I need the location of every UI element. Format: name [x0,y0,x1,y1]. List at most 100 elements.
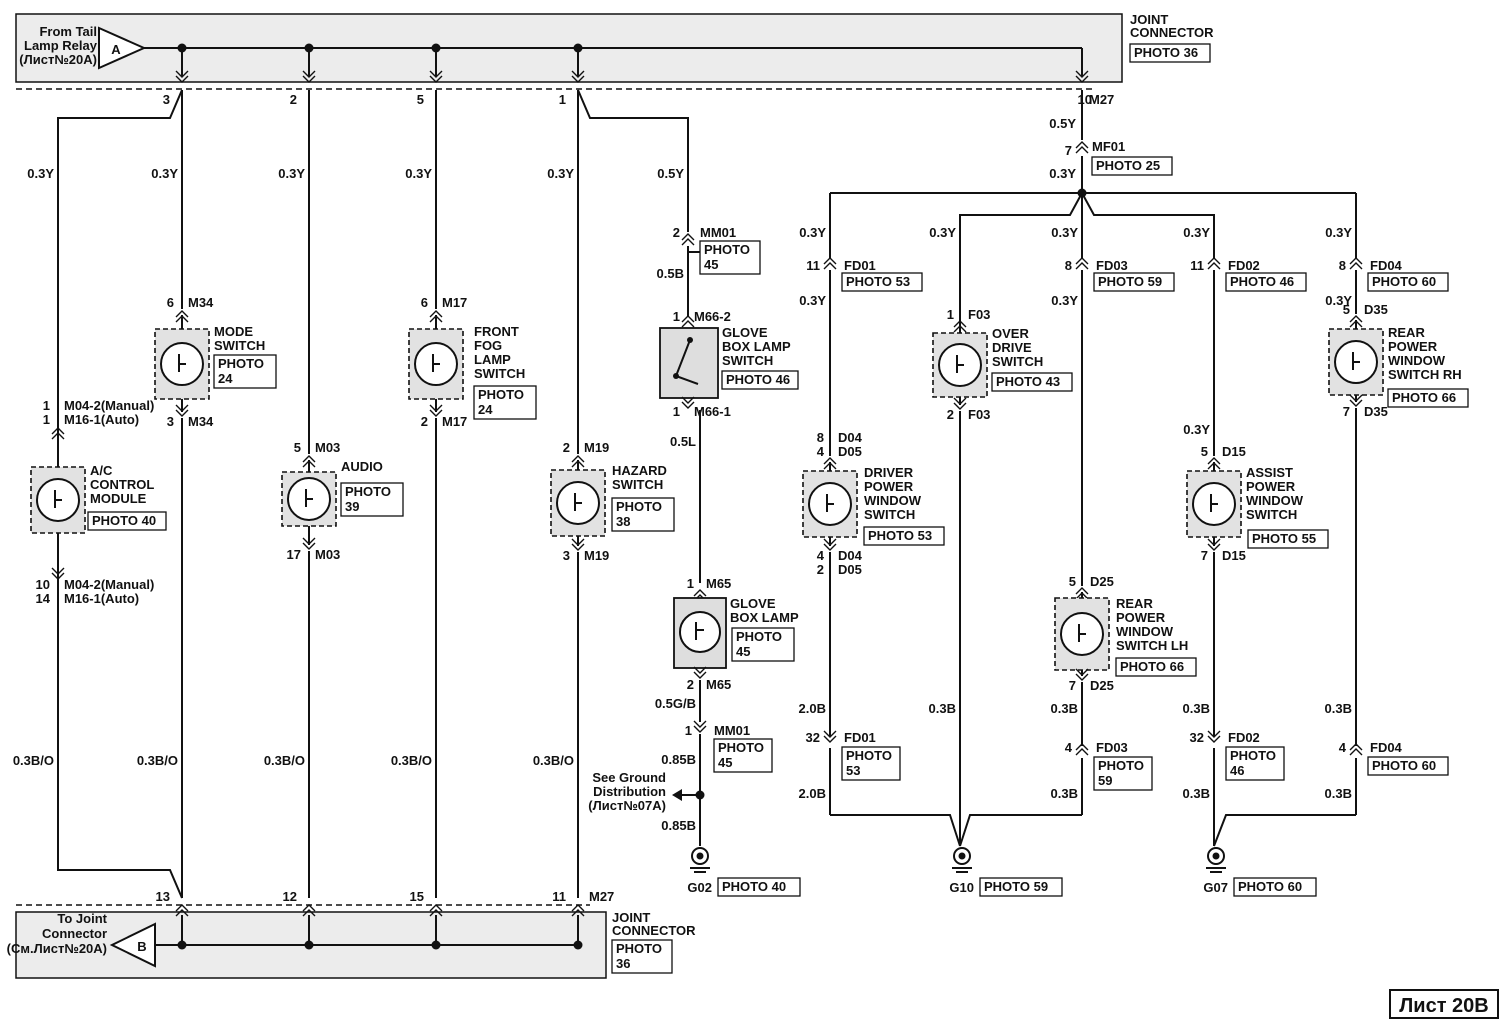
connector-id: M66-1 [694,404,731,419]
connector-chevron [1075,257,1089,265]
connector-id: M03 [315,440,340,455]
connector-chevron [823,730,837,738]
device-photo-ref [1247,529,1329,549]
mm01b-photo-ref [713,738,773,773]
switch-contact-icon [1352,352,1360,370]
wire-spec: 0.5G/B [655,696,696,711]
pin-number: 4 [817,444,825,459]
pin-number: 4 [1065,740,1073,755]
connector-id: M27 [589,889,614,904]
device-name: SWITCH [612,477,663,492]
connector-chevron [571,455,585,463]
connector-chevron [429,409,443,417]
pin-number: 1 [685,723,692,738]
switch-contact-icon [178,354,186,372]
bottom-bus-splice [431,940,441,950]
connector-id: FD04 [1370,740,1403,755]
connector-id: MF01 [1092,139,1125,154]
device-photo-ref [87,511,167,531]
connector-chevron [823,462,837,470]
connector-chevron [571,538,585,546]
wire-spec: 0.3B [1325,786,1352,801]
fd-low-photo-ref [1367,756,1449,776]
g10-merge-wire [959,814,1082,847]
assist-feed-wire [1081,192,1215,258]
wire-spec: 2.0B [799,701,826,716]
device-name: SWITCH [722,353,773,368]
connector-chevron [571,460,585,468]
connector-id: D04 [838,548,863,563]
ground-g02-icon [696,852,704,860]
connector-chevron [571,904,585,912]
top-bus-splice [431,43,441,53]
joint-pin-number: 5 [417,92,424,107]
pin-number: 11 [806,258,820,273]
pin-number: 7 [1343,404,1350,419]
photo-reference-text: 39 [345,499,359,514]
wire-spec: 0.3B [1183,786,1210,801]
connector-id: M65 [706,677,731,692]
connector-chevron [823,262,837,270]
connector-id: M19 [584,548,609,563]
ac-module-ground-wire [57,575,183,899]
pin-number: 2 [563,440,570,455]
wire-spec: 0.85B [661,818,696,833]
pin-number: 10 [36,577,50,592]
connector-chevron [823,543,837,551]
connector-id: D05 [838,562,862,577]
photo-reference-text: PHOTO [718,740,764,755]
wire-spec: 0.3Y [1051,293,1078,308]
connector-id: M34 [188,414,214,429]
pin-number: 11 [1190,258,1204,273]
pin-number: 2 [817,562,824,577]
device-photo-ref [611,497,675,532]
photo-reference-text: PHOTO [345,484,391,499]
switch-contact-icon [675,339,699,385]
g07-photo-ref [1233,877,1317,897]
joint-pin-number: 11 [552,889,566,904]
connector-chevron [302,904,316,912]
pin-number: 3 [563,548,570,563]
device-photo-ref [473,385,537,420]
sheet-label: Лист 20B [1399,995,1489,1017]
glove-box-feed-wire [577,89,689,232]
arrow-letter-b: B [137,939,146,954]
wire-spec: 0.3B/O [391,753,432,768]
switch-contact-icon [54,490,62,508]
connector-chevron [823,538,837,546]
joint-destination-text: To Joint [57,911,107,926]
connector-chevron [693,720,707,728]
sheet-label-box [1389,989,1499,1019]
wire-spec: 0.3Y [1051,225,1078,240]
connector-chevron [1349,262,1363,270]
connector-chevron [953,397,967,405]
top-joint-photo [1129,43,1211,63]
joint-pin-number: 12 [283,889,297,904]
connector-chevron [1075,748,1089,756]
switch-contact-icon [687,337,693,343]
ground-distribution-ref: See Ground [592,770,666,785]
connector-chevron [681,401,695,409]
photo-reference-text: PHOTO 60 [1238,879,1302,894]
device-name: POWER [1388,339,1438,354]
connector-chevron [429,909,443,917]
connector-id: MM01 [700,225,736,240]
connector-chevron [175,310,189,318]
connector-chevron [1349,320,1363,328]
pin-number: 5 [1343,302,1350,317]
connector-id: M19 [584,440,609,455]
device-name: MODE [214,324,253,339]
photo-reference-text: 36 [616,956,630,971]
connector-chevron [175,315,189,323]
connector-chevron [429,315,443,323]
top-joint-connector-label: CONNECTOR [1130,25,1214,40]
device-photo-ref [1115,657,1197,677]
connector-id: MM01 [714,723,750,738]
device-name: A/C [90,463,113,478]
component-layer [30,26,1469,974]
device-name: REAR [1388,325,1425,340]
connector-chevron [302,70,316,78]
connector-chevron [1207,735,1221,743]
connector-chevron [1075,141,1089,149]
